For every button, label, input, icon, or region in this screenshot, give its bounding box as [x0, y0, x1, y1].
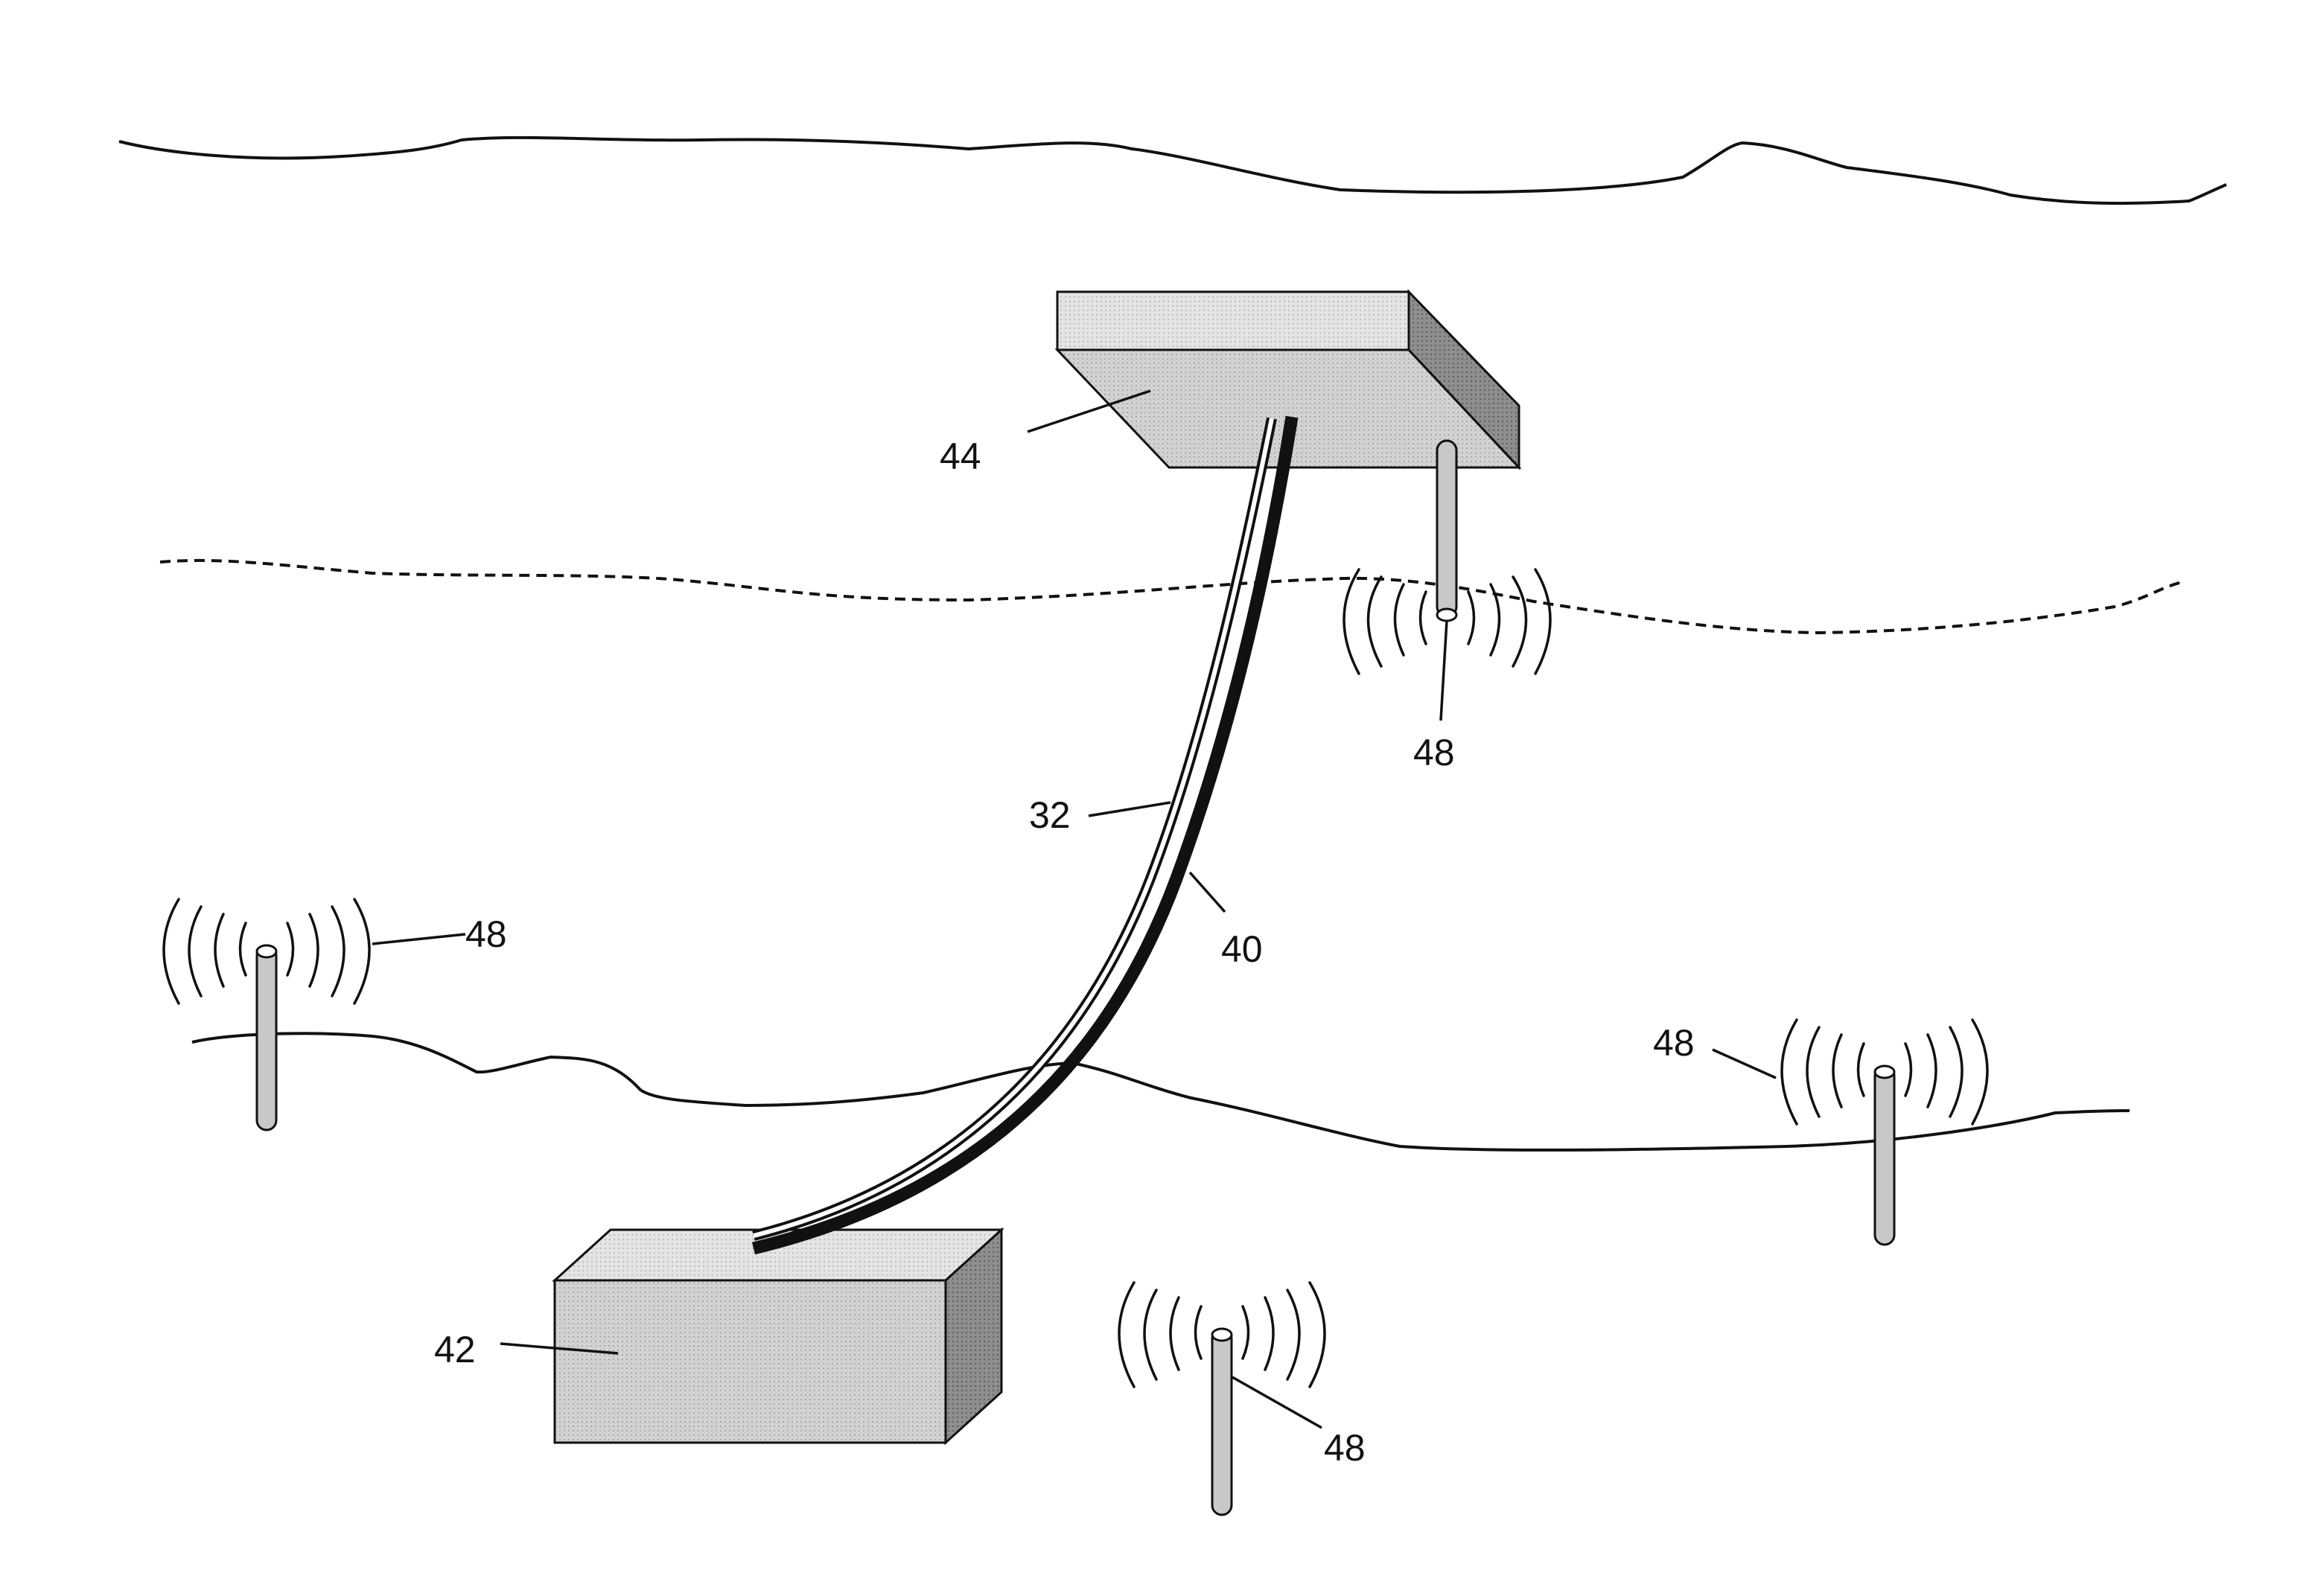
- antenna-left: [164, 899, 369, 1130]
- leader-48-right: [1713, 1050, 1776, 1078]
- label-antenna-bottom: 48: [1324, 1427, 1366, 1469]
- label-cable: 40: [1221, 928, 1263, 970]
- antenna-bottom: [1119, 1283, 1325, 1515]
- leader-40: [1190, 872, 1225, 912]
- label-platform: 44: [940, 435, 981, 477]
- subsea-unit-box: [555, 1230, 1001, 1443]
- label-antenna-platform: 48: [1413, 732, 1455, 773]
- leader-48-left: [372, 934, 465, 944]
- dashed-waterline: [160, 561, 2182, 633]
- leader-48-platform: [1441, 621, 1447, 721]
- label-antenna-left: 48: [465, 913, 507, 955]
- top-contour-line: [119, 138, 2226, 203]
- cable-line: [754, 417, 1292, 1248]
- seabed-contour-line: [192, 1033, 2130, 1150]
- label-riser: 32: [1029, 794, 1071, 836]
- label-subsea-unit: 42: [434, 1329, 476, 1370]
- label-antenna-right: 48: [1653, 1022, 1695, 1064]
- antenna-platform: [1344, 441, 1550, 674]
- leader-48-bottom: [1232, 1377, 1322, 1428]
- leader-32: [1089, 802, 1171, 816]
